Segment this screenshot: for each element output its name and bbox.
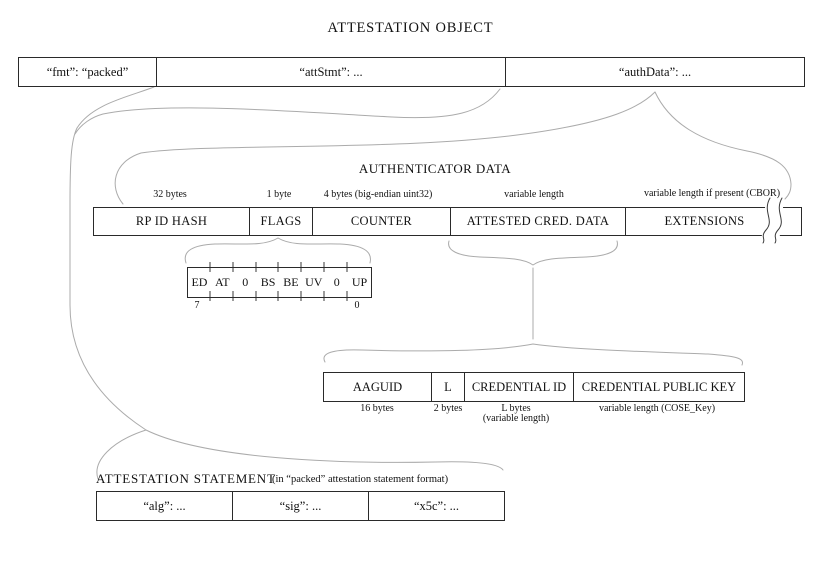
- bit-ed: ED: [191, 275, 208, 289]
- authenticator-data-row: RP ID HASH FLAGS COUNTER ATTESTED CRED. …: [93, 207, 802, 236]
- credential-public-key-size-label: variable length (COSE_Key): [598, 403, 716, 414]
- attested-cred-funnel: [448, 240, 618, 266]
- bit-number-0: 0: [354, 300, 360, 311]
- bit-zero-1: 0: [333, 275, 340, 289]
- bit-be: BE: [283, 275, 299, 289]
- attestation-statement-row: “alg”: ... “sig”: ... “x5c”: ...: [96, 491, 505, 521]
- attested-cred-brace: [323, 343, 743, 366]
- authdata-cell: “authData”: ...: [505, 58, 804, 86]
- aaguid-cell: AAGUID: [352, 379, 403, 394]
- extensions-cell: EXTENSIONS: [625, 208, 801, 235]
- bit-bs: BS: [260, 275, 276, 289]
- credential-id-size-label: L bytes: [501, 403, 531, 414]
- attested-cred-size-label: variable length: [504, 189, 564, 200]
- flags-brace: [184, 237, 371, 264]
- attested-cred-data-cell: ATTESTED CRED. DATA: [450, 208, 625, 235]
- credential-id-size-label-2: (variable length): [482, 413, 550, 424]
- alg-cell: “alg”: ...: [143, 498, 186, 513]
- attestation-statement-title: ATTESTATION STATEMENT: [96, 471, 276, 486]
- attestation-object-row: “fmt”: “packed” “attStmt”: ... “authData…: [18, 57, 805, 87]
- flags-cell: FLAGS: [249, 208, 312, 235]
- length-size-label: 2 bytes: [433, 403, 463, 414]
- flags-bit-field: ED AT 0 BS BE UV 0 UP: [187, 267, 372, 298]
- credential-public-key-cell: CREDENTIAL PUBLIC KEY: [573, 373, 744, 401]
- attested-credential-data-row: AAGUID L CREDENTIAL ID CREDENTIAL PUBLIC…: [323, 372, 745, 402]
- bit-number-7: 7: [194, 300, 200, 311]
- extensions-size-label: variable length if present (CBOR): [643, 188, 781, 199]
- attestation-statement-subtitle: (in “packed” attestation statement forma…: [272, 474, 449, 485]
- attstmt-connector-left: [69, 86, 155, 431]
- authenticator-data-title: AUTHENTICATOR DATA: [358, 161, 512, 176]
- credential-id-cell: CREDENTIAL ID: [464, 373, 573, 401]
- aaguid-size-label: 16 bytes: [360, 403, 394, 414]
- fmt-cell: “fmt”: “packed”: [46, 64, 129, 79]
- sig-cell: “sig”: ...: [232, 492, 368, 520]
- attstmt-cell: “attStmt”: ...: [156, 58, 505, 86]
- authdata-brace-right: [654, 91, 792, 200]
- attstmt-connector-right: [74, 88, 501, 135]
- bit-uv: UV: [305, 275, 323, 289]
- authdata-brace-left: [114, 91, 656, 205]
- counter-size-label: 4 bytes (big-endian uint32): [323, 189, 433, 200]
- length-cell: L: [431, 373, 464, 401]
- rpid-size-label: 32 bytes: [153, 189, 187, 200]
- x5c-cell: “x5c”: ...: [368, 492, 504, 520]
- counter-cell: COUNTER: [312, 208, 450, 235]
- rpid-hash-cell: RP ID HASH: [135, 214, 208, 228]
- bit-up: UP: [351, 275, 368, 289]
- page-title: ATTESTATION OBJECT: [327, 20, 494, 36]
- bit-zero-5: 0: [242, 275, 249, 289]
- bit-at: AT: [214, 275, 230, 289]
